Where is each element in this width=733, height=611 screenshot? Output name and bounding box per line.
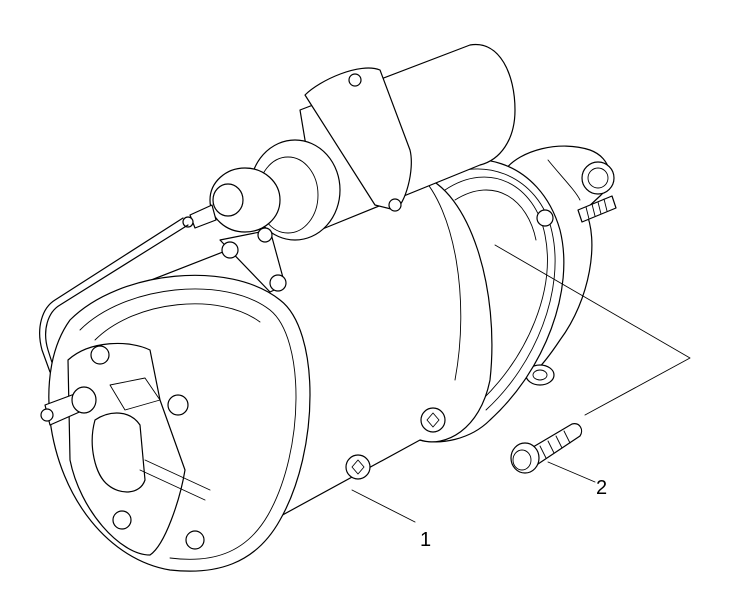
mounting-stud — [577, 195, 617, 223]
wire-lead — [39, 217, 189, 373]
callout-number-2: 2 — [596, 477, 607, 499]
body-plugs — [345, 407, 446, 480]
callout-leaders — [351, 244, 691, 523]
solenoid — [249, 43, 516, 241]
flange-bolt — [510, 423, 583, 474]
callout-number-1: 1 — [420, 529, 431, 551]
solenoid-terminal — [182, 167, 287, 293]
commutator-end-cover — [48, 274, 311, 572]
battery-terminal-stud — [40, 386, 97, 426]
